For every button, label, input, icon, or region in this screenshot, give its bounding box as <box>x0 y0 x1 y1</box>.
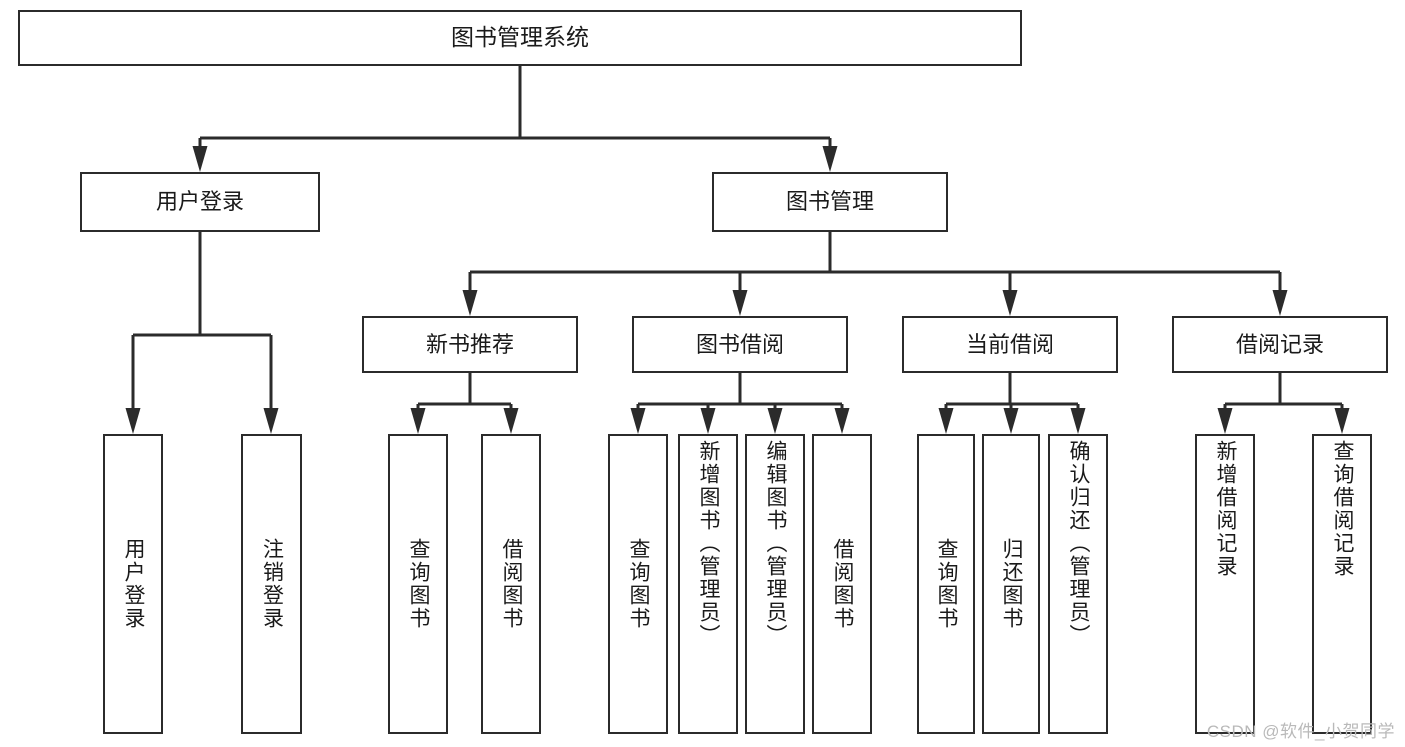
node-user-login[interactable]: 用户登录 <box>80 172 320 232</box>
node-book-management[interactable]: 图书管理 <box>712 172 948 232</box>
node-leaf-query-books-2[interactable]: 查询图书 <box>608 434 668 734</box>
watermark-text: CSDN @软件_小贺同学 <box>1206 722 1395 741</box>
node-label-leaf-logout: 注销登录 <box>260 538 284 630</box>
node-leaf-user-login[interactable]: 用户登录 <box>103 434 163 734</box>
node-label-leaf-confirm-return: 确认归还（管理员） <box>1067 440 1091 647</box>
node-label-new-book-recommend: 新书推荐 <box>425 331 514 357</box>
node-label-leaf-return-book: 归还图书 <box>1000 538 1024 630</box>
node-leaf-query-record[interactable]: 查询借阅记录 <box>1312 434 1372 734</box>
conn-bookmgmt-to-level2 <box>462 232 1288 316</box>
node-leaf-logout[interactable]: 注销登录 <box>241 434 302 734</box>
node-borrow-record[interactable]: 借阅记录 <box>1172 316 1388 373</box>
node-leaf-query-books-3[interactable]: 查询图书 <box>917 434 975 734</box>
arrow-head-icon <box>1272 290 1288 316</box>
node-label-book-management: 图书管理 <box>785 189 874 215</box>
node-label-leaf-query-books-3: 查询图书 <box>935 538 959 630</box>
node-current-borrow[interactable]: 当前借阅 <box>902 316 1118 373</box>
arrow-head-icon <box>700 408 716 434</box>
arrow-head-icon <box>1002 290 1018 316</box>
arrow-head-icon <box>938 408 954 434</box>
node-leaf-borrow-books-2[interactable]: 借阅图书 <box>812 434 872 734</box>
node-leaf-edit-book[interactable]: 编辑图书（管理员） <box>745 434 805 734</box>
node-leaf-add-record[interactable]: 新增借阅记录 <box>1195 434 1255 734</box>
arrow-head-icon <box>1003 408 1019 434</box>
node-label-user-login: 用户登录 <box>155 189 244 215</box>
node-book-borrow[interactable]: 图书借阅 <box>632 316 848 373</box>
conn-borrow-to-leaves <box>630 373 850 434</box>
node-label-leaf-borrow-books-2: 借阅图书 <box>831 538 855 630</box>
node-leaf-borrow-books-1[interactable]: 借阅图书 <box>481 434 541 734</box>
arrow-head-icon <box>462 290 478 316</box>
conn-record-to-leaves <box>1217 373 1350 434</box>
node-label-leaf-add-book: 新增图书（管理员） <box>697 440 721 647</box>
arrow-head-icon <box>125 408 141 434</box>
arrow-head-icon <box>410 408 426 434</box>
node-root[interactable]: 图书管理系统 <box>18 10 1022 66</box>
conn-root-to-level1 <box>192 66 838 172</box>
node-label-borrow-record: 借阅记录 <box>1235 331 1324 357</box>
node-label-leaf-query-books-2: 查询图书 <box>627 538 651 630</box>
arrow-head-icon <box>834 408 850 434</box>
arrow-head-icon <box>630 408 646 434</box>
arrow-head-icon <box>1334 408 1350 434</box>
node-label-leaf-add-record: 新增借阅记录 <box>1214 440 1238 578</box>
arrow-head-icon <box>263 408 279 434</box>
arrow-head-icon <box>1217 408 1233 434</box>
node-label-leaf-user-login: 用户登录 <box>122 538 146 630</box>
arrow-head-icon <box>822 146 838 172</box>
node-leaf-add-book[interactable]: 新增图书（管理员） <box>678 434 738 734</box>
node-label-leaf-edit-book: 编辑图书（管理员） <box>764 440 788 647</box>
node-label-root: 图书管理系统 <box>451 24 589 51</box>
arrow-head-icon <box>1070 408 1086 434</box>
node-leaf-confirm-return[interactable]: 确认归还（管理员） <box>1048 434 1108 734</box>
arrow-head-icon <box>503 408 519 434</box>
node-label-leaf-query-books-1: 查询图书 <box>407 538 431 630</box>
conn-recommend-to-leaves <box>410 373 519 434</box>
arrow-head-icon <box>192 146 208 172</box>
node-label-current-borrow: 当前借阅 <box>965 331 1054 357</box>
conn-login-to-leaves <box>125 232 279 434</box>
arrow-head-icon <box>767 408 783 434</box>
node-label-book-borrow: 图书借阅 <box>695 331 784 357</box>
node-label-leaf-query-record: 查询借阅记录 <box>1331 440 1355 578</box>
node-new-book-recommend[interactable]: 新书推荐 <box>362 316 578 373</box>
node-leaf-query-books-1[interactable]: 查询图书 <box>388 434 448 734</box>
arrow-head-icon <box>732 290 748 316</box>
conn-current-to-leaves <box>938 373 1086 434</box>
node-label-leaf-borrow-books-1: 借阅图书 <box>500 538 524 630</box>
node-leaf-return-book[interactable]: 归还图书 <box>982 434 1040 734</box>
